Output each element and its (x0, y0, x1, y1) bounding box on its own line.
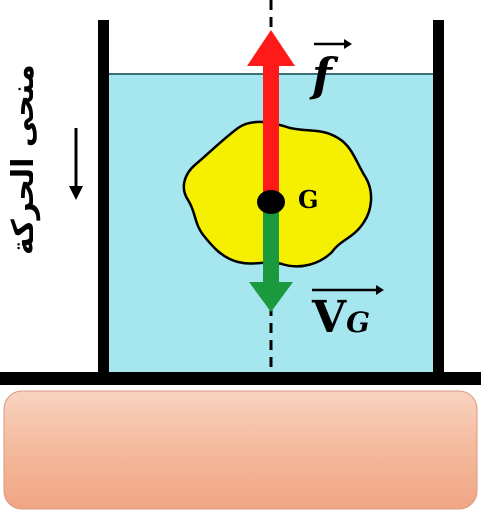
velocity-label-subscript: G (346, 306, 371, 339)
velocity-arrow-head (249, 282, 293, 312)
velocity-label-main: V (312, 292, 347, 343)
center-point-g (257, 190, 285, 214)
container-left-wall (98, 20, 109, 378)
velocity-arrow-shaft (263, 202, 279, 284)
container-right-wall (433, 20, 444, 378)
force-arrow-head (247, 30, 295, 66)
velocity-vector-bar-tip (376, 285, 384, 295)
force-arrow-shaft (263, 64, 279, 202)
base-block (3, 390, 478, 510)
velocity-label: VG (312, 296, 370, 345)
force-label: f (312, 48, 332, 102)
motion-direction-label: منحى الحركة (6, 64, 41, 256)
force-vector-bar-tip (344, 39, 352, 49)
ground-line (0, 372, 481, 385)
center-point-label: G (298, 185, 319, 214)
motion-direction-arrow-head (69, 186, 83, 200)
